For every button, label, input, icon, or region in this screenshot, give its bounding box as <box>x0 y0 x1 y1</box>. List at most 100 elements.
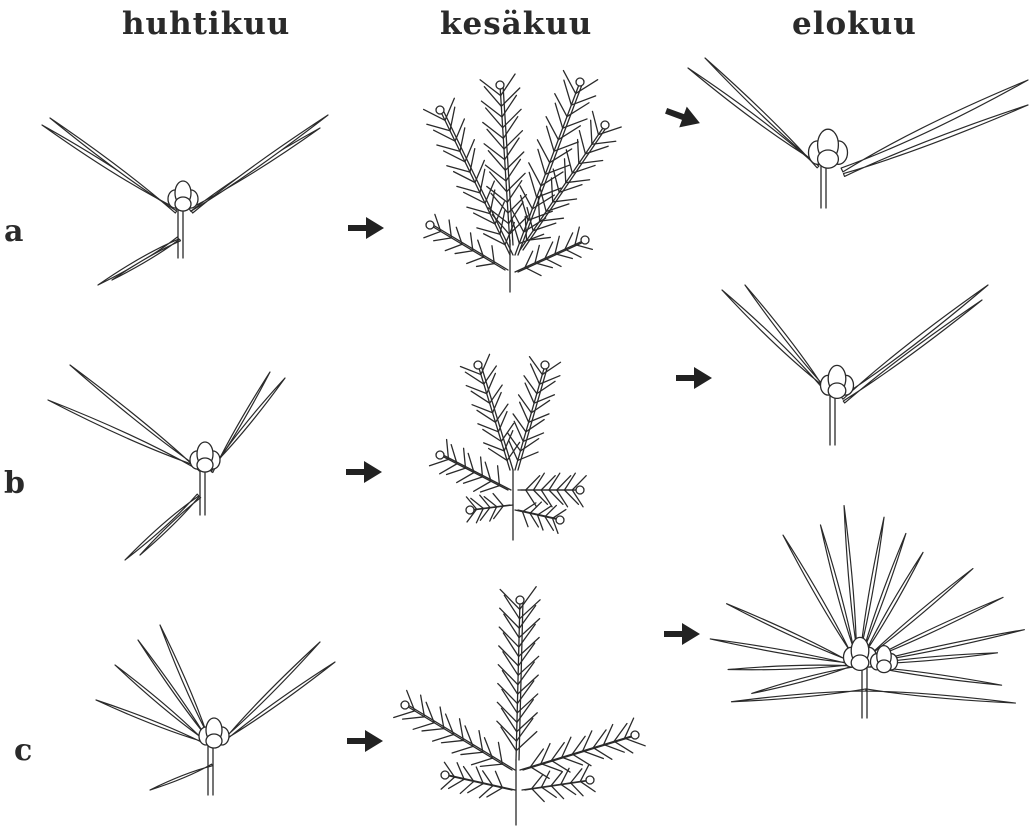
short-needle <box>403 717 425 719</box>
twig-bud <box>576 78 584 86</box>
short-needle <box>497 721 517 741</box>
short-needle <box>481 486 500 492</box>
needle <box>96 700 210 746</box>
short-needle <box>585 146 608 154</box>
short-needle <box>538 197 539 221</box>
needle <box>112 239 180 280</box>
twig-bud <box>556 516 564 524</box>
short-needle <box>579 131 585 154</box>
bud <box>197 458 213 472</box>
bud <box>828 383 846 398</box>
short-needle <box>545 258 561 266</box>
short-needle <box>467 257 484 263</box>
short-needle <box>559 185 582 193</box>
needle <box>841 285 988 399</box>
needle <box>688 68 819 166</box>
short-needle <box>555 236 559 253</box>
short-needle <box>529 414 549 422</box>
short-needle <box>460 128 465 152</box>
short-needle <box>563 71 575 94</box>
drawing-b-august <box>722 285 988 445</box>
needle <box>843 300 982 403</box>
arrow-icon <box>348 217 384 239</box>
short-needle <box>525 383 534 403</box>
arrow-icon <box>676 367 712 389</box>
needle <box>191 115 328 213</box>
short-needle <box>526 490 537 507</box>
short-needle <box>434 238 452 241</box>
short-needle <box>535 245 539 262</box>
twig-bud <box>401 701 409 709</box>
short-needle <box>534 395 554 403</box>
short-needle <box>545 165 569 174</box>
short-needle <box>472 758 493 765</box>
short-needle <box>571 783 583 796</box>
bud-cluster <box>809 129 848 168</box>
short-needle <box>555 94 567 117</box>
twig-bud <box>631 731 639 739</box>
bud <box>818 150 839 168</box>
short-needle <box>546 204 569 212</box>
short-needle <box>477 228 500 234</box>
short-needle <box>499 646 519 666</box>
twig-bud <box>474 361 482 369</box>
arrow-icon <box>665 107 700 128</box>
drawing-a-june <box>424 71 622 292</box>
needle <box>722 290 827 391</box>
twig-bud <box>601 121 609 129</box>
needle <box>140 496 201 555</box>
needle <box>841 80 1028 172</box>
short-needle <box>498 665 518 685</box>
short-needle <box>477 264 495 267</box>
short-needle <box>450 107 455 131</box>
twig <box>515 82 580 255</box>
short-needle <box>478 424 498 432</box>
needle <box>727 604 859 666</box>
twig-bud <box>441 771 449 779</box>
short-needle <box>499 627 519 647</box>
short-needle <box>500 211 505 235</box>
short-needle <box>575 245 592 250</box>
short-needle <box>535 263 552 268</box>
twig-bud <box>426 221 434 229</box>
short-needle <box>540 376 560 384</box>
bud <box>206 734 222 748</box>
short-needle <box>551 786 563 799</box>
short-needle <box>540 188 546 211</box>
short-needle <box>467 207 490 213</box>
short-needle <box>452 746 473 753</box>
bud <box>175 197 191 211</box>
twig-edge <box>473 505 513 510</box>
short-needle <box>566 150 572 173</box>
twig-bud <box>496 81 504 89</box>
drawing-c-june <box>394 587 645 825</box>
twig-bud <box>516 596 524 604</box>
short-needle <box>520 186 532 209</box>
needle <box>50 118 177 213</box>
drawing-c-april <box>96 625 335 795</box>
needle <box>710 639 858 666</box>
short-needle <box>427 124 450 130</box>
arrow-icon <box>347 730 383 752</box>
short-needle <box>537 140 549 163</box>
short-needle <box>441 740 463 742</box>
short-needle <box>565 249 581 257</box>
needle <box>150 764 212 790</box>
arrow-icon <box>664 623 700 645</box>
arrow-icon <box>346 461 382 483</box>
needle <box>866 689 1016 703</box>
short-needle <box>563 119 587 128</box>
short-needle <box>461 752 483 754</box>
short-needle <box>523 512 529 527</box>
short-needle <box>430 459 449 465</box>
short-needle <box>445 244 462 250</box>
twig-bud <box>466 506 474 514</box>
short-needle <box>525 267 541 275</box>
twig-bud <box>436 106 444 114</box>
twig-edge <box>433 225 508 270</box>
drawing-a-april <box>42 115 328 285</box>
short-needle <box>514 421 523 441</box>
short-needle <box>578 139 579 163</box>
short-needle <box>464 477 483 483</box>
